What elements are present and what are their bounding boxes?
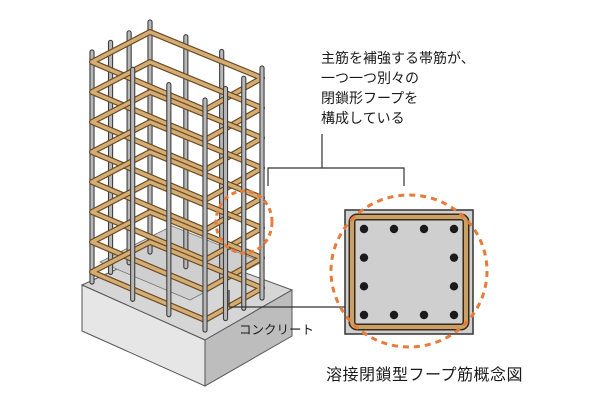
callout-line-1: 主筋を補強する帯筋が、 [321,51,475,67]
section-main-bar-dot [359,310,369,320]
section-main-bar-dot [389,224,399,234]
section-main-bar-dot [359,224,369,234]
figure-caption: 溶接閉鎖型フープ筋概念図 [326,365,524,384]
section-hoop-inner [350,215,468,329]
cross-section [329,193,489,349]
callout-leader-line [267,134,323,186]
callout-leader-line-2 [322,167,405,186]
callout-text: 主筋を補強する帯筋が、 一つ一つ別々の 閉鎖形フープを 構成している [321,49,521,129]
section-main-bar-dot [449,282,459,291]
callout-line-4: 構成している [321,111,405,127]
section-highlight-circle [329,193,489,349]
column-highlight-circle [214,189,274,255]
concrete-label: コンクリート [239,322,315,337]
section-main-bar-dot [359,282,369,291]
callout-line-2: 一つ一つ別々の [321,71,419,87]
section-main-bars [359,224,459,320]
section-main-bar-dot [449,253,459,262]
section-main-bar-dot [359,253,369,262]
section-main-bar-dot [419,310,429,320]
rebar-cage [89,19,265,333]
section-main-bar-dot [389,310,399,320]
section-main-bar-dot [449,224,459,234]
section-main-bar-dot [449,310,459,320]
section-main-bar-dot [419,224,429,234]
callout-line-3: 閉鎖形フープを [321,91,419,107]
